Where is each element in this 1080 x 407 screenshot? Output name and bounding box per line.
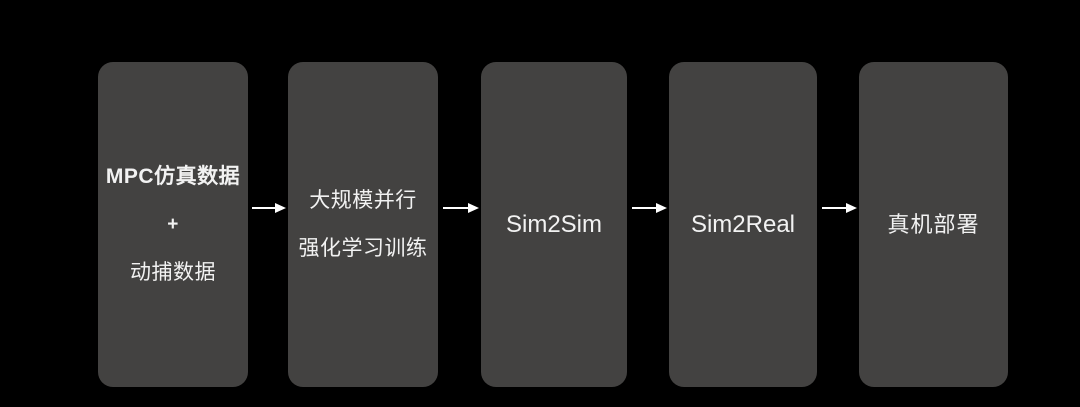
stage-4-label-group: Sim2Real bbox=[669, 210, 817, 238]
stage-5-label-group: 真机部署 bbox=[859, 211, 1008, 237]
stage-5-line-1: 真机部署 bbox=[887, 211, 980, 237]
stage-1-line-1: MPC仿真数据 bbox=[105, 165, 241, 188]
stage-2-line-1: 大规模并行 bbox=[309, 189, 417, 212]
stage-box-1[interactable]: MPC仿真数据 + 动捕数据 bbox=[98, 62, 248, 387]
stage-box-5[interactable]: 真机部署 bbox=[859, 62, 1008, 387]
stage-box-4[interactable]: Sim2Real bbox=[669, 62, 817, 387]
stage-2-label-group: 大规模并行 强化学习训练 bbox=[288, 190, 438, 259]
stage-1-line-3: 动捕数据 bbox=[130, 261, 216, 284]
arrow-right-icon-2 bbox=[441, 198, 481, 218]
stage-4-line-1: Sim2Real bbox=[690, 210, 796, 238]
stage-2-line-2: 强化学习训练 bbox=[298, 237, 428, 260]
stage-3-label-group: Sim2Sim bbox=[481, 210, 627, 238]
arrow-right-icon-3 bbox=[630, 198, 669, 218]
stage-3-line-1: Sim2Sim bbox=[505, 210, 602, 238]
arrow-right-icon-1 bbox=[251, 198, 287, 218]
stage-1-line-2: + bbox=[167, 214, 179, 235]
arrow-right-icon-4 bbox=[820, 198, 859, 218]
stage-box-3[interactable]: Sim2Sim bbox=[481, 62, 627, 387]
stage-box-2[interactable]: 大规模并行 强化学习训练 bbox=[288, 62, 438, 387]
stage-1-label-group: MPC仿真数据 + 动捕数据 bbox=[98, 166, 248, 283]
